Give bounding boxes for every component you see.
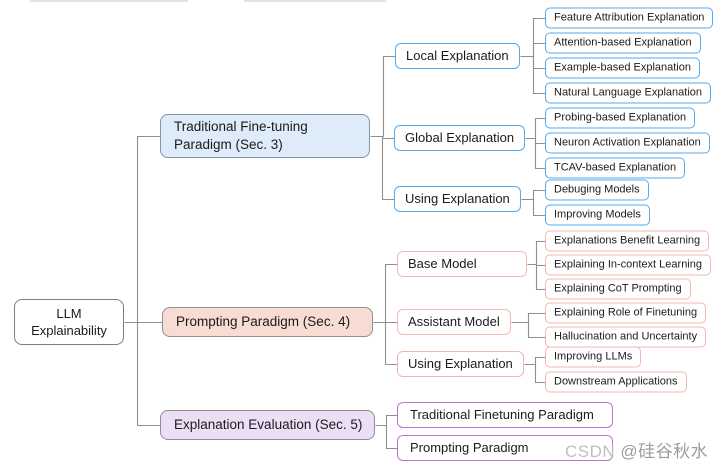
edge-local-explanation-to-attention-based [520, 42, 546, 58]
node-eval-traditional-finetuning[interactable]: Traditional Finetuning Paradigm [397, 402, 613, 428]
edge-base-model-to-explaining-in-context [527, 263, 546, 267]
edge-using-explanation-prompt-to-improving-llms [524, 356, 546, 366]
node-improving-models[interactable]: Improving Models [545, 204, 650, 226]
edge-using-explanation-ft-to-debugging-models [521, 189, 546, 201]
edge-using-explanation-ft-to-improving-models [521, 198, 546, 217]
edge-traditional-finetuning-paradigm-to-using-explanation-ft [370, 135, 395, 201]
edge-assistant-model-to-hallucination-uncertainty [511, 321, 546, 339]
node-natural-language[interactable]: Natural Language Explanation [545, 82, 712, 104]
node-probing-based[interactable]: Probing-based Explanation [545, 107, 696, 129]
edge-local-explanation-to-feature-attribution [520, 17, 546, 58]
edge-traditional-finetuning-paradigm-to-global-explanation [370, 135, 395, 140]
node-tcav-based[interactable]: TCAV-based Explanation [545, 157, 686, 179]
node-attention-based[interactable]: Attention-based Explanation [545, 32, 701, 54]
node-hallucination-uncertainty[interactable]: Hallucination and Uncertainty [545, 326, 707, 348]
node-explaining-in-context[interactable]: Explaining In-context Learning [545, 254, 711, 276]
edge-root-to-explanation-evaluation [124, 321, 161, 427]
edge-local-explanation-to-natural-language [520, 55, 546, 95]
edge-global-explanation-to-probing-based [525, 117, 546, 140]
node-root-line: Explainability [31, 323, 107, 338]
edge-global-explanation-to-tcav-based [525, 137, 546, 170]
node-using-explanation-prompt[interactable]: Using Explanation [397, 351, 524, 377]
node-using-explanation-ft[interactable]: Using Explanation [394, 186, 521, 212]
edge-base-model-to-explaining-cot [527, 263, 546, 291]
node-explaining-cot[interactable]: Explaining CoT Prompting [545, 278, 691, 300]
node-eval-prompting[interactable]: Prompting Paradigm [397, 435, 613, 461]
node-local-explanation[interactable]: Local Explanation [395, 43, 520, 69]
node-debugging-models[interactable]: Debuging Models [545, 179, 649, 201]
node-improving-llms[interactable]: Improving LLMs [545, 346, 642, 368]
node-explanations-benefit-learning[interactable]: Explanations Benefit Learning [545, 230, 710, 252]
node-root-line: LLM [56, 306, 82, 321]
edge-explanation-evaluation-to-eval-prompting [375, 424, 398, 450]
node-downstream-applications[interactable]: Downstream Applications [545, 371, 687, 393]
edge-using-explanation-prompt-to-downstream-applications [524, 363, 546, 384]
edge-assistant-model-to-explaining-role-finetuning [511, 312, 546, 324]
node-base-model[interactable]: Base Model [397, 251, 527, 277]
node-prompting-paradigm[interactable]: Prompting Paradigm (Sec. 4) [162, 307, 373, 337]
edge-explanation-evaluation-to-eval-traditional-finetuning [375, 414, 398, 427]
edge-prompting-paradigm-to-base-model [373, 263, 398, 324]
edge-prompting-paradigm-to-using-explanation-prompt [373, 321, 398, 366]
edge-traditional-finetuning-paradigm-to-local-explanation [370, 55, 396, 138]
node-example-based[interactable]: Example-based Explanation [545, 57, 700, 79]
node-traditional-finetuning-paradigm-line: Traditional Fine-tuning [174, 119, 308, 134]
edge-root-to-traditional-finetuning-paradigm [124, 135, 161, 324]
edge-base-model-to-explanations-benefit-learning [527, 240, 546, 266]
node-neuron-activation[interactable]: Neuron Activation Explanation [545, 132, 710, 154]
node-traditional-finetuning-paradigm-line: Paradigm (Sec. 3) [174, 137, 283, 152]
node-root[interactable]: LLM Explainability [14, 299, 124, 345]
top-edge-artifact [30, 0, 188, 2]
top-edge-artifact [244, 0, 386, 2]
edge-local-explanation-to-example-based [520, 55, 546, 70]
edge-global-explanation-to-neuron-activation [525, 137, 546, 145]
node-feature-attribution[interactable]: Feature Attribution Explanation [545, 7, 714, 29]
node-assistant-model[interactable]: Assistant Model [397, 309, 511, 335]
node-explanation-evaluation[interactable]: Explanation Evaluation (Sec. 5) [160, 410, 375, 440]
node-global-explanation[interactable]: Global Explanation [394, 125, 526, 151]
watermark-author: @硅谷秋水 [620, 442, 709, 461]
node-explaining-role-finetuning[interactable]: Explaining Role of Finetuning [545, 302, 707, 324]
